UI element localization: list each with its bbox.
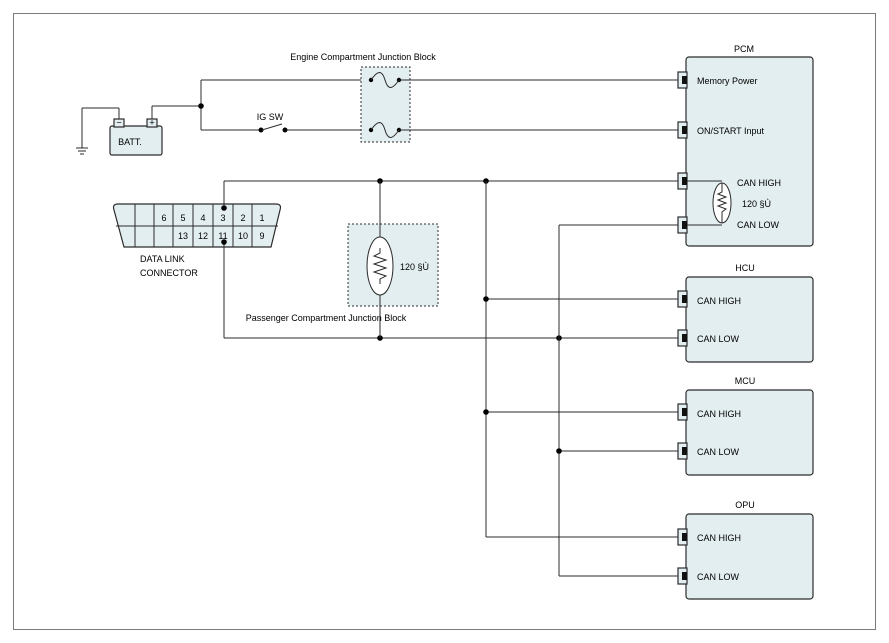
dlc-label-line2: CONNECTOR (140, 268, 198, 278)
passenger-junction-block: 120 §Ù Passenger Compartment Junction Bl… (246, 181, 439, 338)
engine-junction-block-label: Engine Compartment Junction Block (290, 52, 436, 62)
battery-negative-label: − (116, 118, 121, 128)
dlc-pin-10: 10 (238, 231, 248, 241)
mcu-can-high-label: CAN HIGH (697, 409, 741, 419)
hcu-can-high-label: CAN HIGH (697, 296, 741, 306)
ig-switch: IG SW (257, 112, 288, 133)
engine-junction-block: Engine Compartment Junction Block (290, 52, 436, 143)
passenger-junction-block-label: Passenger Compartment Junction Block (246, 313, 407, 323)
dlc-pin-3: 3 (220, 213, 225, 223)
ground-symbol (76, 108, 88, 155)
mcu-title: MCU (735, 376, 756, 386)
pcm-on-start-label: ON/START Input (697, 126, 765, 136)
hcu-title: HCU (735, 263, 755, 273)
pcm-memory-power-label: Memory Power (697, 76, 758, 86)
dlc-pin-6: 6 (161, 213, 166, 223)
dlc-pin-4: 4 (200, 213, 205, 223)
pcm-resistor-label: 120 §Ù (742, 199, 771, 209)
mcu-module: MCU CAN HIGH CAN LOW (677, 376, 814, 476)
opu-can-high-label: CAN HIGH (697, 533, 741, 543)
dlc-pin-5: 5 (180, 213, 185, 223)
pcm-can-high-label: CAN HIGH (737, 178, 781, 188)
dlc-pin-2: 2 (240, 213, 245, 223)
dlc-pin-1: 1 (259, 213, 264, 223)
dlc-pin-12: 12 (198, 231, 208, 241)
hcu-can-low-label: CAN LOW (697, 334, 740, 344)
hcu-module: HCU CAN HIGH CAN LOW (677, 263, 814, 363)
mcu-can-low-label: CAN LOW (697, 447, 740, 457)
opu-title: OPU (735, 500, 755, 510)
dlc-pin-13: 13 (178, 231, 188, 241)
dlc-label-line1: DATA LINK (140, 254, 185, 264)
pcm-can-low-label: CAN LOW (737, 220, 780, 230)
battery-positive-label: + (149, 118, 154, 128)
ig-switch-label: IG SW (257, 112, 284, 122)
pcm-module: PCM Memory Power ON/START Input CAN HIGH… (677, 44, 814, 247)
opu-can-low-label: CAN LOW (697, 572, 740, 582)
diagram-frame (13, 13, 876, 630)
battery-label: BATT. (118, 137, 142, 147)
pcm-title: PCM (734, 44, 754, 54)
dlc-pin-9: 9 (259, 231, 264, 241)
opu-module: OPU CAN HIGH CAN LOW (677, 500, 814, 600)
passenger-jb-resistor-label: 120 §Ù (400, 262, 429, 272)
data-link-connector: 6 5 4 3 2 1 13 12 11 10 9 DATA LINK CONN… (112, 203, 282, 278)
battery: − + BATT. (109, 118, 163, 156)
dlc-pin-11: 11 (218, 231, 227, 241)
